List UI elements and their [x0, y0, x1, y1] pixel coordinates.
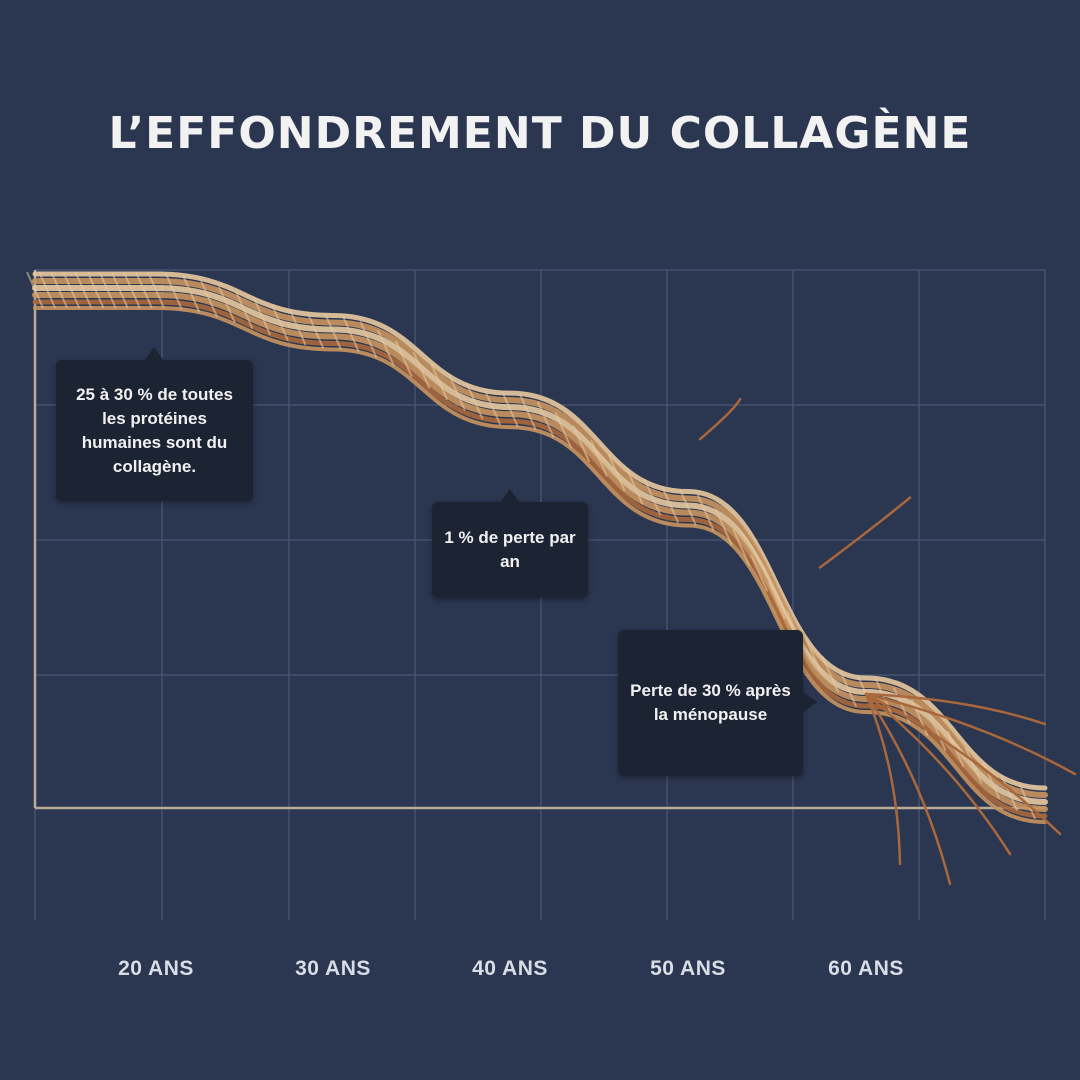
collagen-twist [147, 271, 165, 309]
collagen-twist [964, 746, 983, 784]
collagen-frayed-fiber [864, 692, 952, 886]
collagen-twist [38, 271, 57, 309]
collagen-frayed-fiber [698, 397, 742, 441]
annotation-yearly-loss-pointer [500, 489, 520, 503]
collagen-frayed-fiber [864, 692, 1047, 726]
collagen-twist [26, 271, 44, 309]
annotation-menopause-loss-pointer [803, 692, 817, 712]
collagen-twist [590, 439, 608, 477]
annotation-menopause-loss-text: Perte de 30 % après la ménopause [630, 681, 791, 724]
collagen-twist [270, 304, 289, 341]
collagen-twist [1000, 774, 1019, 812]
collagen-strand [32, 277, 1048, 799]
collagen-strand [32, 299, 1048, 819]
collagen-strand [33, 305, 1047, 825]
annotation-yearly-loss-text: 1 % de perte par an [444, 528, 576, 571]
collagen-twist [465, 382, 484, 420]
collagen-twist [62, 271, 81, 309]
collagen-twist [679, 489, 697, 526]
collagen-twist [182, 275, 201, 313]
collagen-twist [164, 272, 183, 310]
collagen-twist [661, 486, 680, 524]
annotation-collagen-share-pointer [144, 347, 164, 361]
collagen-twist [803, 635, 822, 673]
collagen-frayed-fiber [864, 692, 1077, 776]
collagen-twist [821, 656, 840, 694]
annotation-collagen-share: 25 à 30 % de toutes les protéines humain… [56, 360, 253, 501]
collagen-twist [217, 286, 236, 323]
annotation-menopause-loss: Perte de 30 % après la ménopause [618, 630, 803, 776]
collagen-twist [324, 313, 342, 350]
collagen-twist [768, 582, 786, 620]
collagen-twist [412, 351, 431, 389]
chart-title: L’EFFONDREMENT DU COLLAGÈNE [108, 108, 972, 159]
collagen-strand [32, 284, 1048, 806]
collagen-twist [235, 292, 254, 330]
collagen-twist [518, 393, 537, 431]
annotation-collagen-share-text: 25 à 30 % de toutes les protéines humain… [76, 384, 233, 476]
collagen-frayed-fiber [864, 692, 1012, 856]
collagen-twist [643, 478, 662, 516]
collagen-twist [536, 400, 555, 438]
collagen-twist [377, 329, 396, 367]
collagen-twist [572, 425, 591, 463]
collagen-twist [98, 271, 117, 309]
collagen-twist [200, 280, 219, 318]
collagen-twist [394, 340, 413, 378]
collagen-twist [86, 271, 105, 309]
x-tick-label-60: 60 ANS [828, 957, 904, 980]
x-tick-label-20: 20 ANS [118, 957, 194, 980]
collagen-strand [32, 271, 1048, 791]
collagen-twist [928, 714, 947, 752]
collagen-twist [714, 508, 733, 546]
collagen-frayed-fiber [818, 496, 912, 569]
collagen-frayed-fiber [864, 692, 1062, 836]
collagen-twist [122, 271, 141, 309]
collagen-twist [1018, 782, 1037, 820]
collagen-twist [696, 494, 715, 532]
collagen-twist [750, 554, 769, 592]
collagen-twist [430, 363, 449, 401]
collagen-twist [134, 271, 153, 309]
collagen-twist [288, 308, 307, 346]
collagen-twist [447, 373, 466, 411]
collagen-twist [50, 271, 69, 309]
collagen-twist [607, 454, 626, 492]
x-tick-label-40: 40 ANS [472, 957, 548, 980]
collagen-twist [501, 390, 519, 428]
collagen-twist [554, 411, 573, 449]
collagen-twist [341, 315, 360, 353]
collagen-twist [839, 670, 858, 708]
collagen-twist [110, 271, 129, 309]
collagen-twist [625, 467, 644, 505]
annotation-yearly-loss: 1 % de perte par an [432, 502, 588, 598]
collagen-twist [732, 529, 751, 567]
collagen-twist [874, 678, 893, 716]
x-tick-label-30: 30 ANS [295, 957, 371, 980]
x-tick-label-50: 50 ANS [650, 957, 726, 980]
collagen-twist [359, 321, 378, 358]
collagen-twist [306, 311, 325, 349]
collagen-twist [253, 298, 272, 336]
collagen-frayed-fiber [864, 692, 902, 866]
collagen-twist [74, 271, 93, 309]
collagen-twist [982, 761, 1001, 799]
collagen-twist [483, 388, 502, 426]
